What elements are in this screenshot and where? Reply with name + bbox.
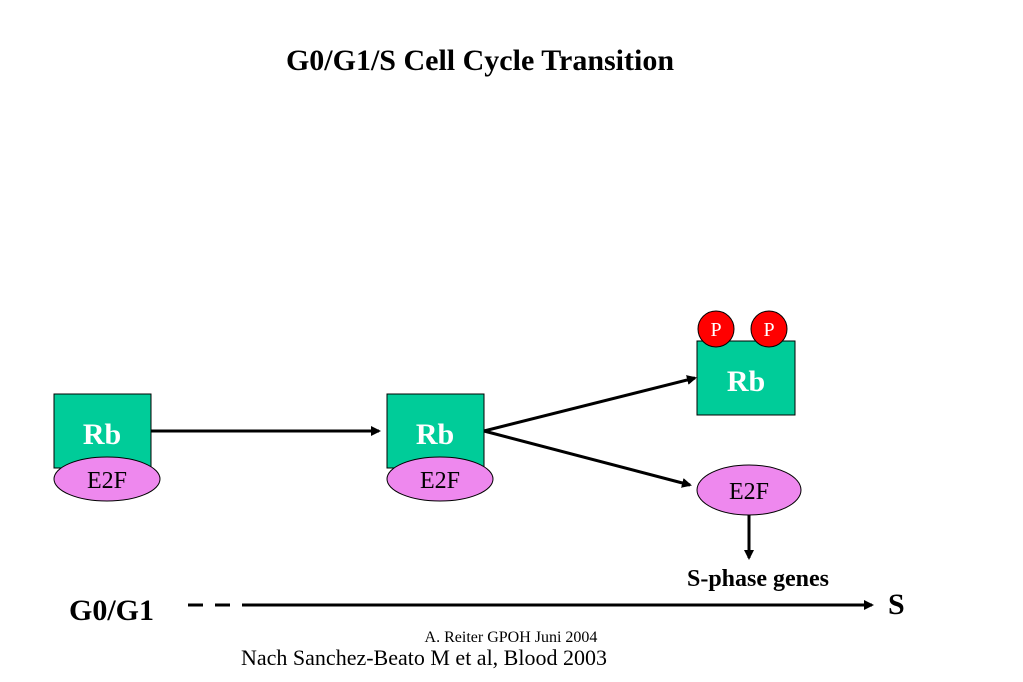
- e2f-label-2: E2F: [420, 468, 460, 494]
- rb-protein-3: [696, 340, 796, 416]
- rb-protein-2: [386, 393, 485, 469]
- page-title: G0/G1/S Cell Cycle Transition: [285, 44, 675, 77]
- arrow-to-phospho-rb: [483, 375, 697, 433]
- phosphate-label-2: P: [763, 319, 774, 341]
- e2f-protein-2: [386, 456, 494, 502]
- phosphate-label-1: P: [710, 319, 721, 341]
- phosphate-2: [750, 310, 788, 348]
- phosphate-1: [697, 310, 735, 348]
- phospho-rb: Rb P P: [696, 310, 796, 416]
- e2f-label-free: E2F: [729, 479, 769, 505]
- free-e2f: E2F: [696, 464, 802, 516]
- e2f-protein-1: [53, 456, 161, 502]
- rb-label-2: Rb: [416, 418, 454, 451]
- rb-protein-1: [53, 393, 152, 469]
- footer-source: Nach Sanchez-Beato M et al, Blood 2003: [241, 645, 607, 670]
- e2f-label-1: E2F: [87, 468, 127, 494]
- rb-label-3: Rb: [727, 365, 765, 398]
- footer-credit: A. Reiter GPOH Juni 2004: [425, 629, 598, 646]
- arrow-to-free-e2f: [483, 429, 692, 488]
- timeline-start-label: G0/G1: [69, 594, 154, 627]
- rb-e2f-complex-1: Rb E2F: [53, 393, 161, 502]
- rb-e2f-complex-2: Rb E2F: [386, 393, 494, 502]
- rb-label-1: Rb: [83, 418, 121, 451]
- timeline-end-label: S: [888, 588, 905, 621]
- s-phase-genes-label: S-phase genes: [687, 566, 829, 592]
